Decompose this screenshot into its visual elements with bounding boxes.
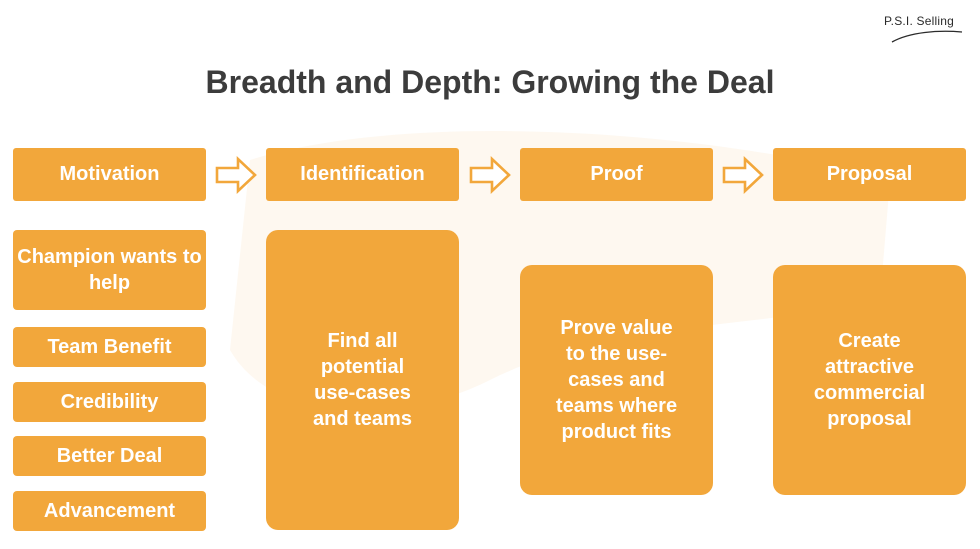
stage-proposal: Proposal: [773, 148, 966, 201]
motivation-item-champion: Champion wants to help: [13, 230, 206, 310]
stage-motivation: Motivation: [13, 148, 206, 201]
logo-text: P.S.I. Selling: [884, 14, 954, 28]
page-title: Breadth and Depth: Growing the Deal: [205, 64, 775, 100]
motivation-item-advancement: Advancement: [13, 491, 206, 531]
right-arrow-icon: [469, 155, 511, 195]
proof-detail: Prove value to the use-cases and teams w…: [520, 265, 713, 495]
motivation-item-better-deal: Better Deal: [13, 436, 206, 476]
right-arrow-icon: [215, 155, 257, 195]
identification-detail: Find all potential use-cases and teams: [266, 230, 459, 530]
proposal-detail: Create attractive commercial proposal: [773, 265, 966, 495]
logo-swoosh-icon: [891, 30, 963, 43]
motivation-item-credibility: Credibility: [13, 382, 206, 422]
stage-identification: Identification: [266, 148, 459, 201]
stage-proof: Proof: [520, 148, 713, 201]
right-arrow-icon: [722, 155, 764, 195]
motivation-item-team-benefit: Team Benefit: [13, 327, 206, 367]
psi-selling-logo: P.S.I. Selling: [884, 14, 964, 44]
